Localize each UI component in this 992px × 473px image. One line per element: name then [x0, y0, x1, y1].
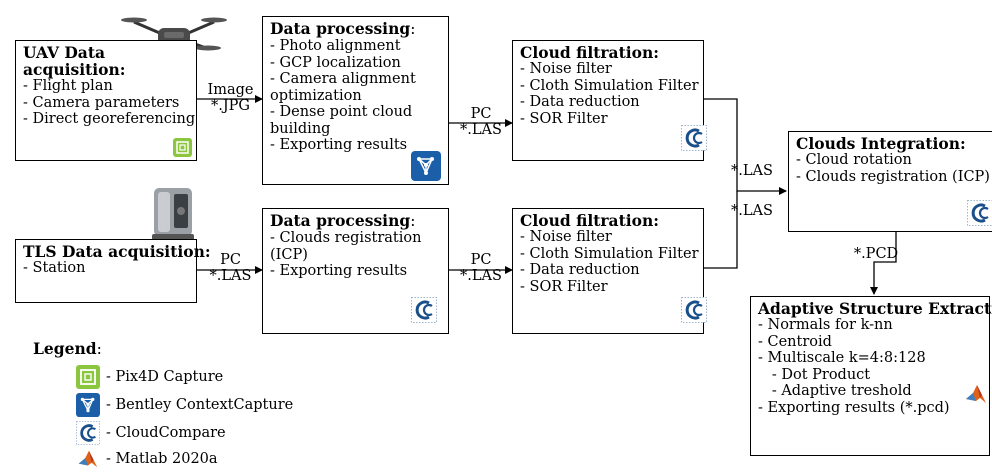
tls-box-title: TLS Data acquisition: — [23, 242, 211, 261]
legend-item-matlab: - Matlab 2020a — [76, 447, 218, 471]
extraction-title: Adaptive Structure Extraction: — [758, 299, 992, 318]
tls-processing-item-2: - Exporting results — [270, 263, 408, 279]
edge-label-line: *.JPG — [210, 98, 250, 114]
edge-label-line: PC — [470, 252, 492, 268]
uav-filtration-item-1: - Noise filter — [520, 61, 612, 77]
legend-label: - Bentley ContextCapture — [106, 397, 294, 413]
cloudcompare-icon — [681, 297, 707, 323]
edge-label-line: *.LAS — [209, 268, 252, 284]
uav-item-2: - Camera parameters — [23, 94, 180, 111]
tls-filtration-item-4: - SOR Filter — [520, 278, 608, 295]
uav-box-title: UAV Data acquisition: — [23, 43, 126, 79]
tls-data-acquisition-box: TLS Data acquisition: - Station — [15, 239, 211, 303]
tls-processing-title: Data processing: — [270, 211, 416, 230]
uav-data-acquisition-box: UAV Data acquisition: - Flight plan - Ca… — [15, 40, 197, 161]
edge-label-line: PC — [220, 252, 241, 268]
tls-item-1: - Station — [23, 260, 86, 276]
uav-processing-item-3: - Camera alignment optimization — [270, 71, 416, 104]
integration-item-1: - Cloud rotation — [796, 152, 912, 168]
uav-cloud-filtration-box: Cloud filtration: - Noise filter - Cloth… — [512, 40, 707, 161]
cloudcompare-icon — [411, 297, 437, 323]
bentley-contextcapture-icon — [411, 151, 441, 181]
legend-item-bentley: - Bentley ContextCapture — [76, 393, 293, 417]
matlab-icon — [966, 385, 986, 403]
uav-processing-item-5: - Exporting results — [270, 137, 408, 153]
uav-processing-item-2: - GCP localization — [270, 54, 401, 71]
edge-label-line: *.LAS — [460, 122, 502, 138]
uav-processing-title: Data processing: — [270, 19, 416, 38]
edge-label-integration-to-extraction: *.PCD — [853, 246, 899, 262]
edge-label-processing-to-filtration-tls: PC *.LAS — [456, 252, 506, 284]
wire-filtration-uav-to-integration — [704, 98, 787, 195]
pix4d-capture-icon — [76, 365, 100, 389]
pix4d-capture-icon — [173, 138, 192, 157]
edge-label-line: PC — [470, 106, 492, 122]
uav-filtration-title: Cloud filtration: — [520, 43, 659, 62]
integration-title: Clouds Integration: — [796, 134, 966, 153]
edge-label-filtration-tls-to-integration: *.LAS — [731, 203, 773, 219]
extraction-item-6: - Exporting results (*.pcd) — [758, 399, 950, 416]
edge-label-uav-to-processing: Image *.JPG — [203, 82, 258, 114]
tls-filtration-item-2: - Cloth Simulation Filter — [520, 245, 699, 262]
edge-label-processing-to-filtration-uav: PC *.LAS — [456, 106, 506, 138]
wire-integration-to-extraction — [870, 232, 897, 295]
legend-item-pix4d: - Pix4D Capture — [76, 365, 223, 389]
laser-scanner-icon — [152, 188, 194, 240]
legend-title: Legend: — [33, 339, 102, 358]
uav-item-1: - Flight plan — [23, 78, 113, 94]
uav-processing-item-4: - Dense point cloud building — [270, 104, 413, 137]
uav-data-processing-box: Data processing: - Photo alignment - GCP… — [262, 16, 449, 185]
extraction-item-1: - Normals for k-nn — [758, 317, 893, 333]
legend-item-cloudcompare: - CloudCompare — [76, 421, 226, 445]
legend-label: - CloudCompare — [106, 425, 226, 441]
uav-filtration-item-4: - SOR Filter — [520, 110, 608, 127]
cloudcompare-icon — [681, 125, 707, 151]
adaptive-structure-extraction-box: Adaptive Structure Extraction: - Normals… — [750, 296, 992, 456]
tls-filtration-title: Cloud filtration: — [520, 211, 659, 230]
cloudcompare-icon — [76, 421, 100, 445]
clouds-integration-box: Clouds Integration: - Cloud rotation - C… — [788, 131, 992, 232]
extraction-item-5: - Adaptive treshold — [758, 383, 912, 399]
uav-filtration-item-3: - Data reduction — [520, 94, 640, 110]
extraction-item-2: - Centroid — [758, 333, 832, 350]
legend-label: - Pix4D Capture — [106, 369, 224, 385]
wire-filtration-tls-to-integration — [704, 191, 738, 269]
uav-item-3: - Direct georeferencing — [23, 111, 196, 127]
tls-cloud-filtration-box: Cloud filtration: - Noise filter - Cloth… — [512, 208, 707, 334]
extraction-item-3: - Multiscale k=4:8:128 — [758, 350, 926, 366]
uav-processing-item-1: - Photo alignment — [270, 38, 401, 54]
tls-processing-item-1: - Clouds registration (ICP) — [270, 230, 422, 263]
uav-filtration-item-2: - Cloth Simulation Filter — [520, 77, 699, 94]
edge-label-line: Image — [207, 82, 254, 98]
edge-label-tls-to-processing: PC *.LAS — [203, 252, 258, 284]
matlab-icon — [78, 450, 98, 468]
bentley-contextcapture-icon — [76, 393, 100, 417]
tls-filtration-item-1: - Noise filter — [520, 229, 612, 245]
legend-label: - Matlab 2020a — [106, 451, 218, 467]
tls-filtration-item-3: - Data reduction — [520, 262, 640, 278]
edge-label-line: *.LAS — [460, 268, 502, 284]
edge-label-filtration-uav-to-integration: *.LAS — [731, 163, 773, 179]
extraction-item-4: - Dot Product — [758, 366, 871, 383]
integration-item-2: - Clouds registration (ICP) — [796, 168, 990, 185]
cloudcompare-icon — [967, 200, 992, 226]
tls-data-processing-box: Data processing: - Clouds registration (… — [262, 208, 449, 334]
